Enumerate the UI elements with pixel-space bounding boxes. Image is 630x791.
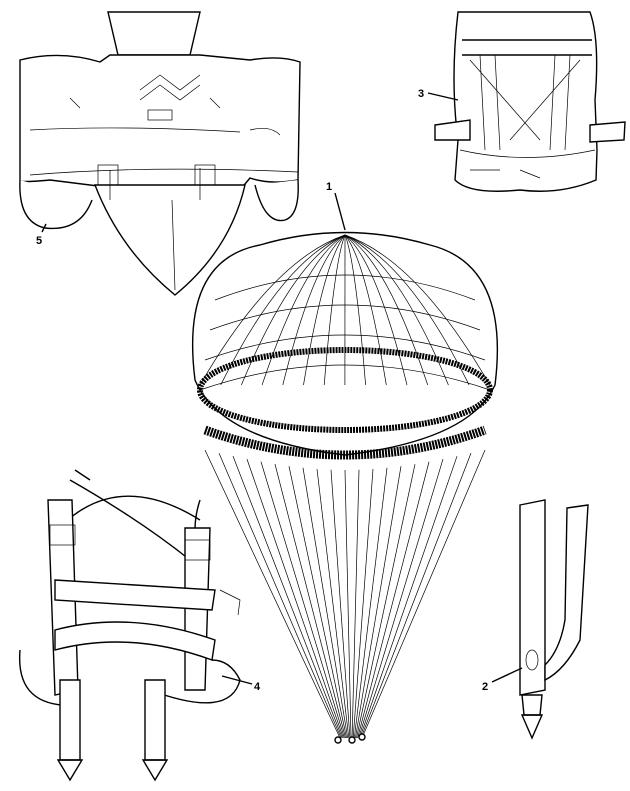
- callout-label-5: 5: [36, 235, 42, 247]
- suspension-line: [330, 469, 351, 739]
- suspension-line: [204, 449, 341, 739]
- canopy-gore-line: [261, 234, 346, 386]
- suspension-line: [232, 456, 343, 739]
- suspension-line: [359, 456, 458, 739]
- canopy-gore-line: [323, 234, 346, 386]
- suspension-line: [353, 467, 388, 739]
- suspension-line: [288, 466, 347, 739]
- callout-label-4: 4: [254, 681, 261, 693]
- suspension-line: [274, 464, 346, 739]
- suspension-line: [360, 453, 472, 739]
- suspension-line: [316, 468, 350, 739]
- canopy-scallop-line: [199, 364, 491, 391]
- canopy-scallop-line: [209, 304, 481, 331]
- suspension-line: [218, 452, 342, 739]
- suspension-line: [356, 464, 416, 739]
- suspension-line: [246, 458, 344, 739]
- canopy-gore-line: [344, 234, 408, 386]
- canopy-gore-line: [344, 234, 470, 386]
- callout-label-1: 1: [326, 181, 332, 193]
- canopy-gore-line: [344, 234, 366, 386]
- canopy-gore-line: [344, 234, 387, 386]
- suspension-line: [351, 469, 360, 739]
- callout-5: 5: [36, 223, 47, 247]
- suspension-line: [358, 458, 444, 739]
- callout-3: 3: [418, 88, 459, 101]
- suspension-line: [260, 461, 345, 739]
- canopy-drawing: [191, 231, 499, 744]
- callout-4: 4: [221, 675, 261, 693]
- suspension-line: [344, 469, 352, 739]
- callout-1: 1: [326, 181, 346, 231]
- suspension-line: [361, 449, 486, 739]
- callout-label-3: 3: [418, 88, 424, 100]
- canopy-gore-line: [344, 234, 491, 386]
- suspension-line: [355, 466, 402, 739]
- suspension-line: [302, 467, 349, 739]
- suspension-line: [357, 461, 430, 739]
- harness-drawing: [18, 469, 241, 782]
- canopy-gore-line: [241, 234, 346, 386]
- canopy-gore-line: [303, 234, 346, 386]
- backpack-drawing: [434, 11, 626, 192]
- callout-label-2: 2: [482, 681, 488, 693]
- risers-drawing: [519, 499, 589, 740]
- canopy-scallop-line: [204, 334, 486, 361]
- pack-tray-drawing: [19, 11, 301, 296]
- canopy-gore-line: [282, 234, 346, 386]
- callout-2: 2: [482, 667, 523, 693]
- canopy-scallop-line: [214, 274, 476, 301]
- suspension-line: [352, 468, 374, 739]
- canopy-gore-line: [220, 234, 346, 386]
